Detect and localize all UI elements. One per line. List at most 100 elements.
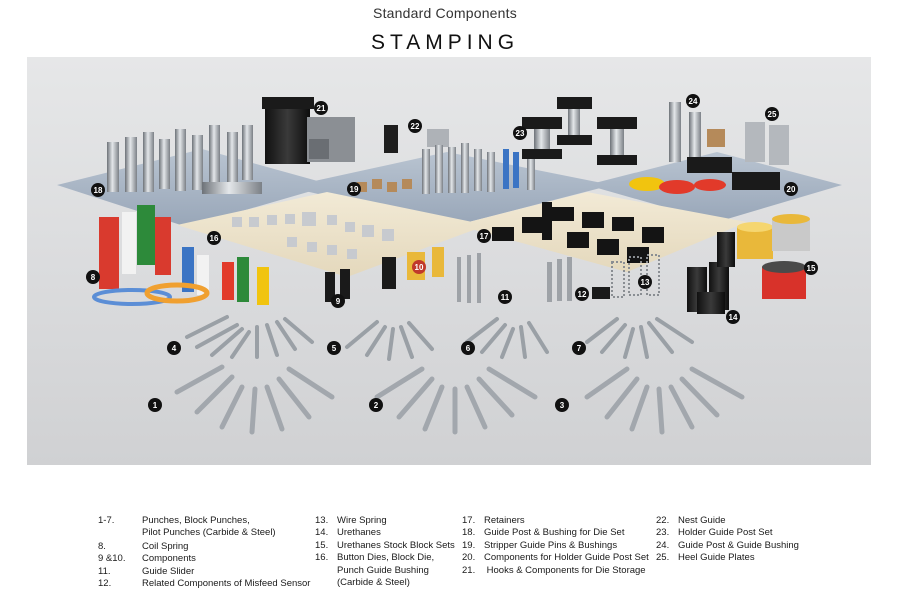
legend-number: 22.: [656, 515, 670, 526]
button-dies: [232, 212, 394, 259]
legend-item: 23. Holder Guide Post Set: [656, 527, 799, 539]
badge-15-label: 15: [807, 264, 816, 273]
product-photo: 1 2 3 4 5 6 7 8 9 10 11 12 13 14 15 16 1…: [27, 57, 871, 465]
badge-19: 19: [347, 182, 361, 196]
legend-item: 1-7. Punches, Block Punches,: [98, 515, 310, 527]
legend-label: Components: [142, 553, 196, 565]
legend-column-4: 22. Nest Guide 23. Holder Guide Post Set 2…: [656, 515, 799, 565]
badge-4-label: 4: [172, 344, 177, 353]
badge-15: 15: [804, 261, 818, 275]
page-subtitle: Standard Components: [373, 5, 517, 21]
badge-14: 14: [726, 310, 740, 324]
badge-14-label: 14: [729, 313, 738, 322]
legend-number: 11.: [98, 565, 111, 577]
badge-3-label: 3: [560, 401, 565, 410]
badge-20-label: 20: [787, 185, 796, 194]
badge-12-label: 12: [578, 290, 587, 299]
badge-22-label: 22: [411, 122, 420, 131]
legend-item: 19.Stripper Guide Pins & Bushings: [462, 540, 649, 552]
punch-fan-upper: [185, 315, 694, 361]
badge-8-label: 8: [91, 273, 96, 282]
urethanes: [687, 232, 735, 314]
badge-5: 5: [327, 341, 341, 355]
legend-number: 20.: [462, 552, 476, 564]
legend-item: 12. Related Components of Misfeed Sensor: [98, 578, 310, 590]
urethane-stock-blocks: [737, 214, 810, 299]
badge-25-label: 25: [768, 110, 777, 119]
legend-item: 17.Retainers: [462, 515, 649, 527]
legend-column-3: 17.Retainers 18. Guide Post & Bushing for…: [462, 515, 649, 577]
nest-guide: [384, 125, 449, 153]
holder-guide-post-set: [522, 97, 637, 165]
badge-2: 2: [369, 398, 383, 412]
badge-3: 3: [555, 398, 569, 412]
legend-item: 21. Hooks & Components for Die Storage: [462, 565, 649, 577]
legend-number: 13.: [315, 515, 329, 526]
legend-column-2: 13.Wire Spring 14. Urethanes 15. Urethanes…: [315, 515, 455, 589]
legend-item: 18. Guide Post & Bushing for Die Set: [462, 527, 649, 539]
badge-7: 7: [572, 341, 586, 355]
legend-column-1: 1-7. Punches, Block Punches, Pilot Punche…: [98, 515, 310, 590]
badge-13: 13: [638, 275, 652, 289]
badge-11: 11: [498, 290, 512, 304]
legend-number: 8.: [98, 540, 106, 552]
legend-number: 14.: [315, 527, 329, 539]
legend-number: 25.: [656, 552, 670, 564]
legend-number: 18.: [462, 527, 476, 539]
badge-7-label: 7: [577, 344, 582, 353]
legend-item: Pilot Punches (Carbide & Steel): [98, 527, 310, 539]
badge-6-label: 6: [466, 344, 471, 353]
legend-item: 15. Urethanes Stock Block Sets: [315, 540, 455, 552]
legend-item: 14. Urethanes: [315, 527, 455, 539]
badge-9-label: 9: [336, 297, 341, 306]
legend-number: 23.: [656, 527, 670, 539]
product-illustration: 1 2 3 4 5 6 7 8 9 10 11 12 13 14 15 16 1…: [57, 94, 842, 435]
legend-number: [98, 527, 142, 539]
legend-label: Guide Post & Guide Bushing: [678, 539, 799, 551]
badge-8: 8: [86, 270, 100, 284]
legend-item: 20.Components for Holder Guide Post Set: [462, 552, 649, 564]
legend-label: Punches, Block Punches,: [142, 515, 250, 526]
badge-22: 22: [408, 119, 422, 133]
legend-item: (Carbide & Steel): [315, 577, 455, 589]
legend-item: 11. Guide Slider: [98, 566, 310, 578]
badge-10-label: 10: [415, 263, 424, 272]
badge-16-label: 16: [210, 234, 219, 243]
legend-label: Urethanes: [337, 527, 381, 539]
legend-label: Guide Post & Bushing for Die Set: [484, 527, 625, 539]
legend-number: 12.: [98, 578, 112, 590]
legend-item: 9 &10.Components: [98, 553, 310, 565]
legend-item: 24.Guide Post & Guide Bushing: [656, 540, 799, 552]
legend-label: Holder Guide Post Set: [678, 527, 773, 539]
page-title: STAMPING: [370, 31, 520, 54]
legend-number: [315, 565, 337, 577]
legend-label: Button Dies, Block Die,: [337, 552, 435, 564]
badge-23-label: 23: [516, 129, 525, 138]
badge-16: 16: [207, 231, 221, 245]
punch-fan-lower: [174, 364, 745, 435]
legend-label: Guide Slider: [142, 565, 195, 577]
legend-label: Urethanes Stock Block Sets: [337, 539, 455, 551]
stripper-guide-pins: [357, 143, 535, 194]
legend-label: Nest Guide: [678, 515, 726, 526]
badge-5-label: 5: [332, 344, 337, 353]
legend-number: 1-7.: [98, 515, 115, 526]
legend-number: 15.: [315, 539, 329, 551]
badge-13-label: 13: [641, 278, 650, 287]
badge-6: 6: [461, 341, 475, 355]
legend-number: 19.: [462, 539, 476, 551]
badge-23: 23: [513, 126, 527, 140]
badge-18: 18: [91, 183, 105, 197]
heel-guide-plates: [745, 122, 789, 165]
legend-item: 8.Coil Spring: [98, 541, 310, 553]
legend-label: Related Components of Misfeed Sensor: [142, 578, 311, 590]
coil-springs: [92, 205, 269, 306]
badge-2-label: 2: [374, 401, 379, 410]
guide-posts-left: [107, 125, 262, 194]
wire-springs: [611, 254, 660, 298]
legend-item: 13.Wire Spring: [315, 515, 455, 527]
badge-1: 1: [148, 398, 162, 412]
badge-25: 25: [765, 107, 779, 121]
legend-label: Hooks & Components for Die Storage: [484, 564, 646, 576]
legend-number: 21.: [462, 564, 476, 576]
